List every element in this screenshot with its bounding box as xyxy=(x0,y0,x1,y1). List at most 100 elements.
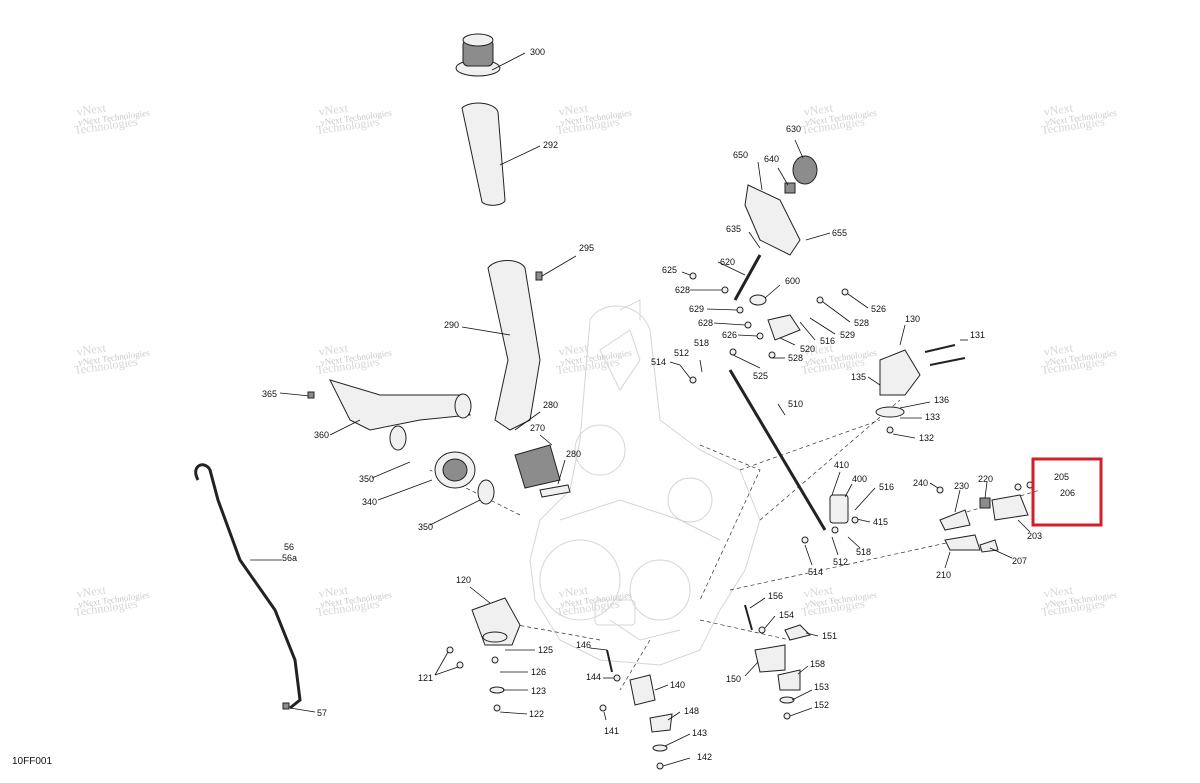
callout-635[interactable]: 635 xyxy=(726,224,741,234)
watermark: vNext Technologies vNext Technologies xyxy=(555,341,632,378)
callout-650[interactable]: 650 xyxy=(733,150,748,160)
callout-629[interactable]: 629 xyxy=(689,304,704,314)
callout-57[interactable]: 57 xyxy=(317,708,327,718)
callout-133[interactable]: 133 xyxy=(925,412,940,422)
callout-628a[interactable]: 628 xyxy=(675,285,690,295)
watermark-line1: vNext xyxy=(803,583,835,601)
callout-156[interactable]: 156 xyxy=(768,591,783,601)
watermark-line1: vNext xyxy=(1043,101,1075,119)
callout-620[interactable]: 620 xyxy=(720,257,735,267)
callout-240[interactable]: 240 xyxy=(913,478,928,488)
callout-340[interactable]: 340 xyxy=(362,497,377,507)
callout-labels: 300 292 295 290 365 360 280 270 280 350 … xyxy=(262,47,1075,762)
callout-148[interactable]: 148 xyxy=(684,706,699,716)
callout-300[interactable]: 300 xyxy=(530,47,545,57)
watermark-line1: vNext xyxy=(558,583,590,601)
callout-514b[interactable]: 514 xyxy=(808,567,823,577)
callout-295[interactable]: 295 xyxy=(579,243,594,253)
callout-152[interactable]: 152 xyxy=(814,700,829,710)
watermark: vNext Technologies vNext Technologies xyxy=(800,583,877,620)
callout-626[interactable]: 626 xyxy=(722,330,737,340)
callout-365[interactable]: 365 xyxy=(262,389,277,399)
callout-270[interactable]: 270 xyxy=(530,423,545,433)
callout-206[interactable]: 206 xyxy=(1060,488,1075,498)
callout-141[interactable]: 141 xyxy=(604,726,619,736)
callout-142[interactable]: 142 xyxy=(697,752,712,762)
callout-528a[interactable]: 528 xyxy=(854,318,869,328)
filler-cap-300 xyxy=(455,33,526,77)
callout-529[interactable]: 529 xyxy=(840,330,855,340)
watermark-line1: vNext xyxy=(318,101,350,119)
callout-205[interactable]: 205 xyxy=(1054,472,1069,482)
callout-625[interactable]: 625 xyxy=(662,265,677,275)
callout-292[interactable]: 292 xyxy=(543,140,558,150)
callout-146[interactable]: 146 xyxy=(576,640,591,650)
callout-135[interactable]: 135 xyxy=(851,372,866,382)
callout-350a[interactable]: 350 xyxy=(359,474,374,484)
callout-518b[interactable]: 518 xyxy=(856,547,871,557)
callout-220[interactable]: 220 xyxy=(978,474,993,484)
callout-600[interactable]: 600 xyxy=(785,276,800,286)
watermark: vNext Technologies vNext Technologies xyxy=(315,341,392,378)
callout-121[interactable]: 121 xyxy=(418,673,433,683)
callout-526a[interactable]: 526 xyxy=(871,304,886,314)
engine-ghost-outline xyxy=(529,299,761,666)
callout-280b[interactable]: 280 xyxy=(566,449,581,459)
callout-410[interactable]: 410 xyxy=(834,460,849,470)
engine-mount-130 xyxy=(867,324,968,439)
callout-528b[interactable]: 528 xyxy=(788,353,803,363)
callout-158[interactable]: 158 xyxy=(810,659,825,669)
callout-360[interactable]: 360 xyxy=(314,430,329,440)
callout-512a[interactable]: 512 xyxy=(674,348,689,358)
callout-655[interactable]: 655 xyxy=(832,228,847,238)
callout-514a[interactable]: 514 xyxy=(651,357,666,367)
callout-628b[interactable]: 628 xyxy=(698,318,713,328)
watermark: vNext Technologies vNext Technologies xyxy=(315,583,392,620)
callout-516a[interactable]: 516 xyxy=(820,336,835,346)
callout-630[interactable]: 630 xyxy=(786,124,801,134)
callout-290[interactable]: 290 xyxy=(444,320,459,330)
callout-400[interactable]: 400 xyxy=(852,474,867,484)
callout-510[interactable]: 510 xyxy=(788,399,803,409)
callout-122[interactable]: 122 xyxy=(529,709,544,719)
callout-153[interactable]: 153 xyxy=(814,682,829,692)
engine-mount-150 xyxy=(744,597,819,720)
callout-350b[interactable]: 350 xyxy=(418,522,433,532)
callout-512b[interactable]: 512 xyxy=(833,557,848,567)
callout-151[interactable]: 151 xyxy=(822,631,837,641)
intake-tube-290 xyxy=(461,255,577,431)
callout-126[interactable]: 126 xyxy=(531,667,546,677)
callout-56[interactable]: 56 xyxy=(284,542,294,552)
callout-136[interactable]: 136 xyxy=(934,395,949,405)
callout-516b[interactable]: 516 xyxy=(879,482,894,492)
watermark-line1: vNext xyxy=(1043,583,1075,601)
callout-120[interactable]: 120 xyxy=(456,575,471,585)
callout-123[interactable]: 123 xyxy=(531,686,546,696)
watermark: vNext Technologies vNext Technologies xyxy=(800,341,877,378)
callout-125[interactable]: 125 xyxy=(538,645,553,655)
callout-520[interactable]: 520 xyxy=(800,344,815,354)
callout-210[interactable]: 210 xyxy=(936,570,951,580)
callout-56a[interactable]: 56a xyxy=(282,553,297,563)
callout-131[interactable]: 131 xyxy=(970,330,985,340)
callout-203[interactable]: 203 xyxy=(1027,531,1042,541)
callout-130[interactable]: 130 xyxy=(905,314,920,324)
callout-518a[interactable]: 518 xyxy=(694,338,709,348)
callout-280a[interactable]: 280 xyxy=(543,400,558,410)
watermark-line1: vNext xyxy=(76,341,108,359)
callout-154[interactable]: 154 xyxy=(779,610,794,620)
callout-230[interactable]: 230 xyxy=(954,481,969,491)
callout-143[interactable]: 143 xyxy=(692,728,707,738)
callout-150[interactable]: 150 xyxy=(726,674,741,684)
callout-207[interactable]: 207 xyxy=(1012,556,1027,566)
callout-144[interactable]: 144 xyxy=(586,672,601,682)
sensor-assembly xyxy=(929,481,1034,569)
watermark-line1: vNext xyxy=(318,583,350,601)
callout-415[interactable]: 415 xyxy=(873,517,888,527)
callout-140[interactable]: 140 xyxy=(670,680,685,690)
callout-525[interactable]: 525 xyxy=(753,371,768,381)
callout-640[interactable]: 640 xyxy=(764,154,779,164)
diagram-code: 10FF001 xyxy=(12,756,52,767)
callout-132[interactable]: 132 xyxy=(919,433,934,443)
